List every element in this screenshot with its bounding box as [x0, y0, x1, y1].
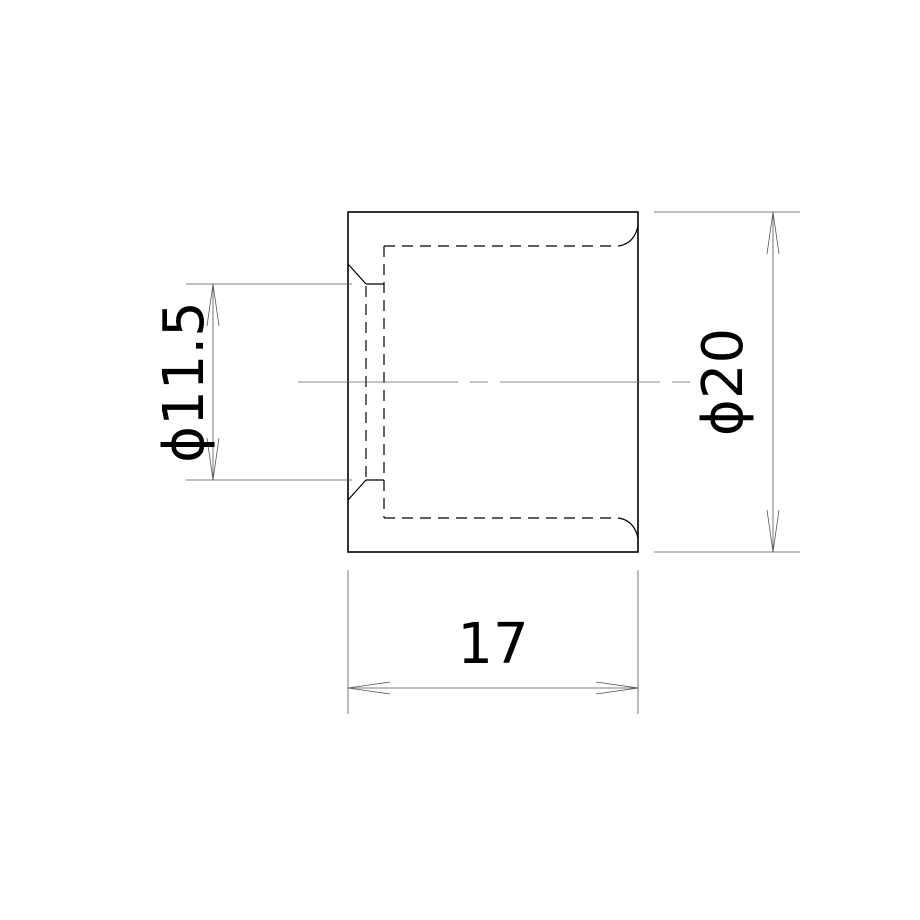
length-label: 17 [457, 612, 528, 677]
entry-chamfer [347, 263, 384, 501]
length-dimension [347, 570, 639, 714]
inner-diameter-dimension [186, 283, 352, 481]
outer-diameter-label: ϕ20 [691, 328, 756, 436]
outer-diameter-dimension [654, 211, 800, 553]
inner-diameter-label: ϕ11.5 [152, 301, 217, 463]
bore-fillets [617, 225, 639, 539]
